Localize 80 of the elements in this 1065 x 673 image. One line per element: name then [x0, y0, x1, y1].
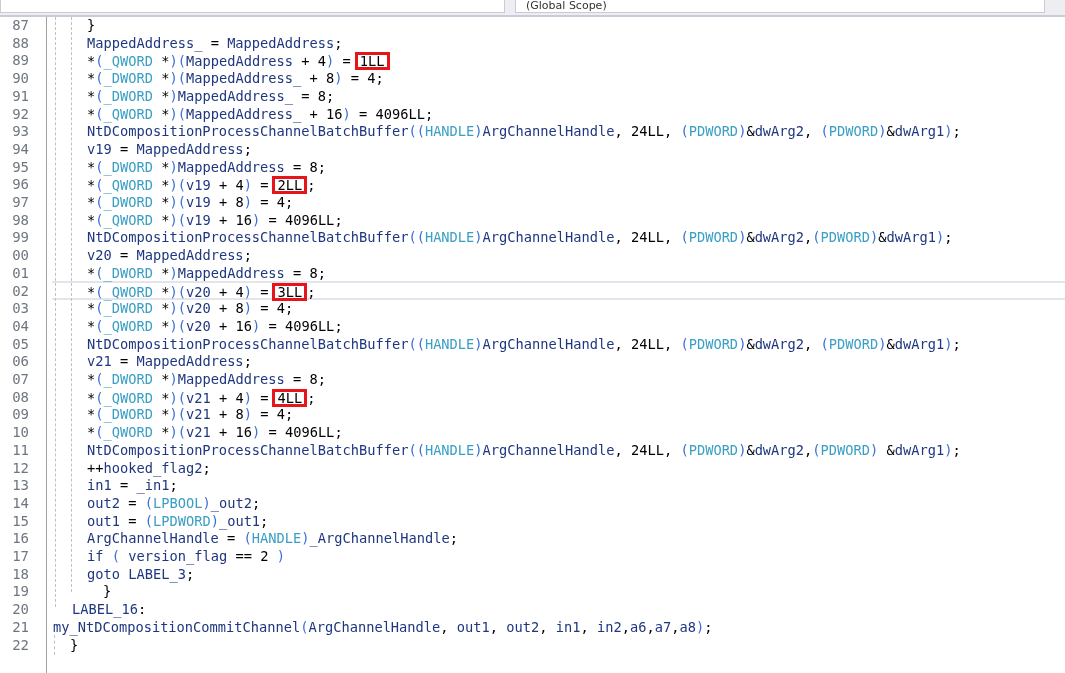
line-number: 15: [11, 512, 29, 531]
scope-dropdown: (Global Scope): [515, 0, 1045, 13]
highlighted-value: 1LL: [354, 52, 390, 71]
code-line: *(_DWORD *)(v20 + 8) = 4;: [87, 300, 294, 317]
line-number: 00: [11, 247, 29, 265]
line-number: 12: [11, 459, 29, 477]
code-line: v20 = MappedAddress;: [87, 247, 252, 264]
line-number: 17: [11, 548, 29, 566]
line-number: 02: [11, 282, 29, 300]
highlighted-value: 4LL: [272, 388, 308, 407]
line-number: 06: [11, 353, 29, 371]
code-line: v19 = MappedAddress;: [87, 140, 252, 157]
line-number: 03: [11, 300, 29, 318]
line-number: 04: [11, 317, 29, 336]
line-number: 08: [11, 388, 29, 407]
code-line: *(_QWORD *)(v19 + 16) = 4096LL;: [87, 211, 343, 228]
code-line: ++hooked_flag2;: [87, 459, 211, 476]
line-number: 16: [11, 530, 29, 548]
line-number: 22: [11, 636, 29, 654]
code-line: my_NtDCompositionCommitChannel(ArgChannelHandle, out1, out2, in1, in2,a6,a7,a8);: [53, 618, 713, 635]
code-line: *(_QWORD *)(MappedAddress + 4) =: [87, 53, 351, 70]
line-number: 91: [11, 87, 29, 106]
semicolon: ;: [307, 389, 316, 408]
line-number: 96: [11, 176, 29, 194]
highlighted-value: 3LL: [272, 282, 308, 301]
line-number: 95: [11, 158, 29, 177]
code-line: NtDCompositionProcessChannelBatchBuffer((HANDLE)ArgChannelHandle, 24LL, (PDWORD)&dwArg2, (PDWORD)&dwArg1);: [87, 335, 961, 352]
code-line: *(_QWORD *)(v21 + 16) = 4096LL;: [87, 424, 343, 441]
semicolon: ;: [307, 283, 316, 301]
line-number: 18: [11, 565, 29, 584]
code-line: }: [70, 636, 79, 653]
semicolon: ;: [307, 177, 316, 195]
line-number: 01: [11, 264, 29, 283]
code-line: }: [103, 583, 112, 600]
line-number: 13: [11, 477, 29, 495]
line-number: 92: [11, 105, 29, 123]
code-line: v21 = MappedAddress;: [87, 353, 252, 370]
code-line: *(_QWORD *)(v20 + 16) = 4096LL;: [87, 317, 343, 334]
code-line: *(_DWORD *)(v21 + 8) = 4;: [87, 406, 294, 423]
code-line: *(_QWORD *)(v20 + 4) =: [87, 283, 269, 300]
code-line: out2 = (LPBOOL)_out2;: [87, 494, 261, 511]
line-number: 99: [11, 229, 29, 247]
code-line: *(_QWORD *)(v19 + 4) =: [87, 177, 269, 194]
code-line: *(_DWORD *)MappedAddress = 8;: [87, 264, 327, 281]
code-line: *(_DWORD *)(MappedAddress_ + 8) = 4;: [87, 70, 384, 87]
line-number: 90: [11, 70, 29, 88]
line-number: 21: [11, 618, 29, 637]
code-line: NtDCompositionProcessChannelBatchBuffer((HANDLE)ArgChannelHandle, 24LL, (PDWORD)&dwArg2, (PDWORD)&dwArg1);: [87, 123, 961, 140]
line-number: 97: [11, 194, 29, 212]
line-number: 11: [11, 441, 29, 460]
code-line: *(_DWORD *)MappedAddress = 8;: [87, 371, 327, 387]
line-number: 07: [11, 371, 29, 389]
code-line: }: [87, 17, 96, 33]
code-line: if ( version_flag == 2 ): [87, 548, 285, 564]
code-line: goto LABEL_3;: [87, 565, 195, 582]
code-line: *(_QWORD *)(v21 + 4) =: [87, 389, 269, 406]
code-line: ArgChannelHandle = (HANDLE)_ArgChannelHandle;: [87, 530, 458, 547]
line-number: 88: [11, 34, 29, 53]
line-number: 14: [11, 494, 29, 513]
code-line: *(_QWORD *)(MappedAddress_ + 16) = 4096LL;: [87, 105, 434, 122]
code-line: LABEL_16:: [72, 601, 147, 618]
line-number: 89: [11, 52, 29, 70]
code-line: out1 = (LPDWORD)_out1;: [87, 512, 269, 529]
highlighted-value: 2LL: [272, 176, 308, 195]
line-number: 20: [11, 601, 29, 619]
code-line: *(_DWORD *)MappedAddress = 8;: [87, 158, 327, 175]
code-line: *(_DWORD *)(v19 + 8) = 4;: [87, 194, 294, 210]
line-number: 94: [11, 140, 29, 159]
code-line: in1 = _in1;: [87, 477, 178, 494]
line-number: 98: [11, 211, 29, 230]
line-number: 09: [11, 406, 29, 424]
line-number: 05: [11, 335, 29, 354]
code-line: NtDCompositionProcessChannelBatchBuffer((HANDLE)ArgChannelHandle, 24LL, (PDWORD)&dwArg2,(PDWORD)&dwArg1);: [87, 229, 953, 246]
line-number: 10: [11, 424, 29, 442]
code-line: NtDCompositionProcessChannelBatchBuffer((HANDLE)ArgChannelHandle, 24LL, (PDWORD)&dwArg2,(PDWORD) &dwArg1);: [87, 441, 961, 458]
code-line: *(_DWORD *)MappedAddress_ = 8;: [87, 87, 335, 104]
line-number: 93: [11, 123, 29, 141]
code-line: MappedAddress_ = MappedAddress;: [87, 34, 343, 51]
line-number: 87: [11, 17, 29, 35]
line-number: 19: [11, 583, 29, 601]
